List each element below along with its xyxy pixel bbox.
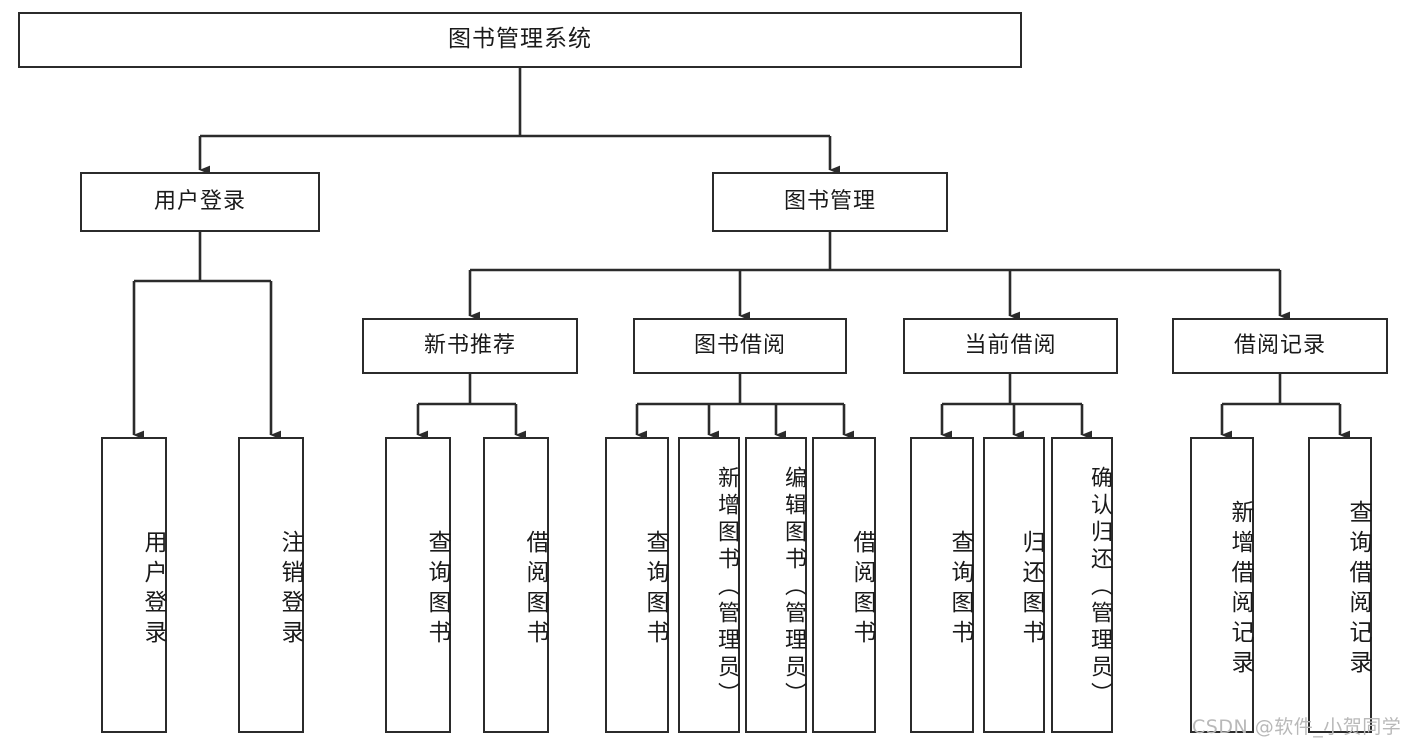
node-leaf-borrow-query[interactable]: 查询图书 [605, 437, 669, 733]
node-leaf-cur-return[interactable]: 归还图书 [983, 437, 1045, 733]
node-new-book-rec[interactable]: 新书推荐 [362, 318, 578, 374]
node-leaf-rec-query[interactable]: 查询图书 [385, 437, 451, 733]
node-leaf-rec-add[interactable]: 新增借阅记录 [1190, 437, 1254, 733]
csdn-watermark: CSDN @软件_小贺同学 [1192, 716, 1402, 738]
node-root[interactable]: 图书管理系统 [18, 12, 1022, 68]
node-book-borrow[interactable]: 图书借阅 [633, 318, 847, 374]
node-current-borrow[interactable]: 当前借阅 [903, 318, 1118, 374]
node-book-manage[interactable]: 图书管理 [712, 172, 948, 232]
node-leaf-cur-confirm[interactable]: 确认归还（管理员） [1051, 437, 1113, 733]
node-leaf-rec-borrow[interactable]: 借阅图书 [483, 437, 549, 733]
node-leaf-borrow-lend[interactable]: 借阅图书 [812, 437, 876, 733]
node-user-login[interactable]: 用户登录 [80, 172, 320, 232]
node-leaf-user-login[interactable]: 用户登录 [101, 437, 167, 733]
node-leaf-borrow-edit[interactable]: 编辑图书（管理员） [745, 437, 807, 733]
node-leaf-rec-query2[interactable]: 查询借阅记录 [1308, 437, 1372, 733]
node-leaf-cur-query[interactable]: 查询图书 [910, 437, 974, 733]
node-leaf-user-logout[interactable]: 注销登录 [238, 437, 304, 733]
node-leaf-borrow-add[interactable]: 新增图书（管理员） [678, 437, 740, 733]
node-borrow-record[interactable]: 借阅记录 [1172, 318, 1388, 374]
